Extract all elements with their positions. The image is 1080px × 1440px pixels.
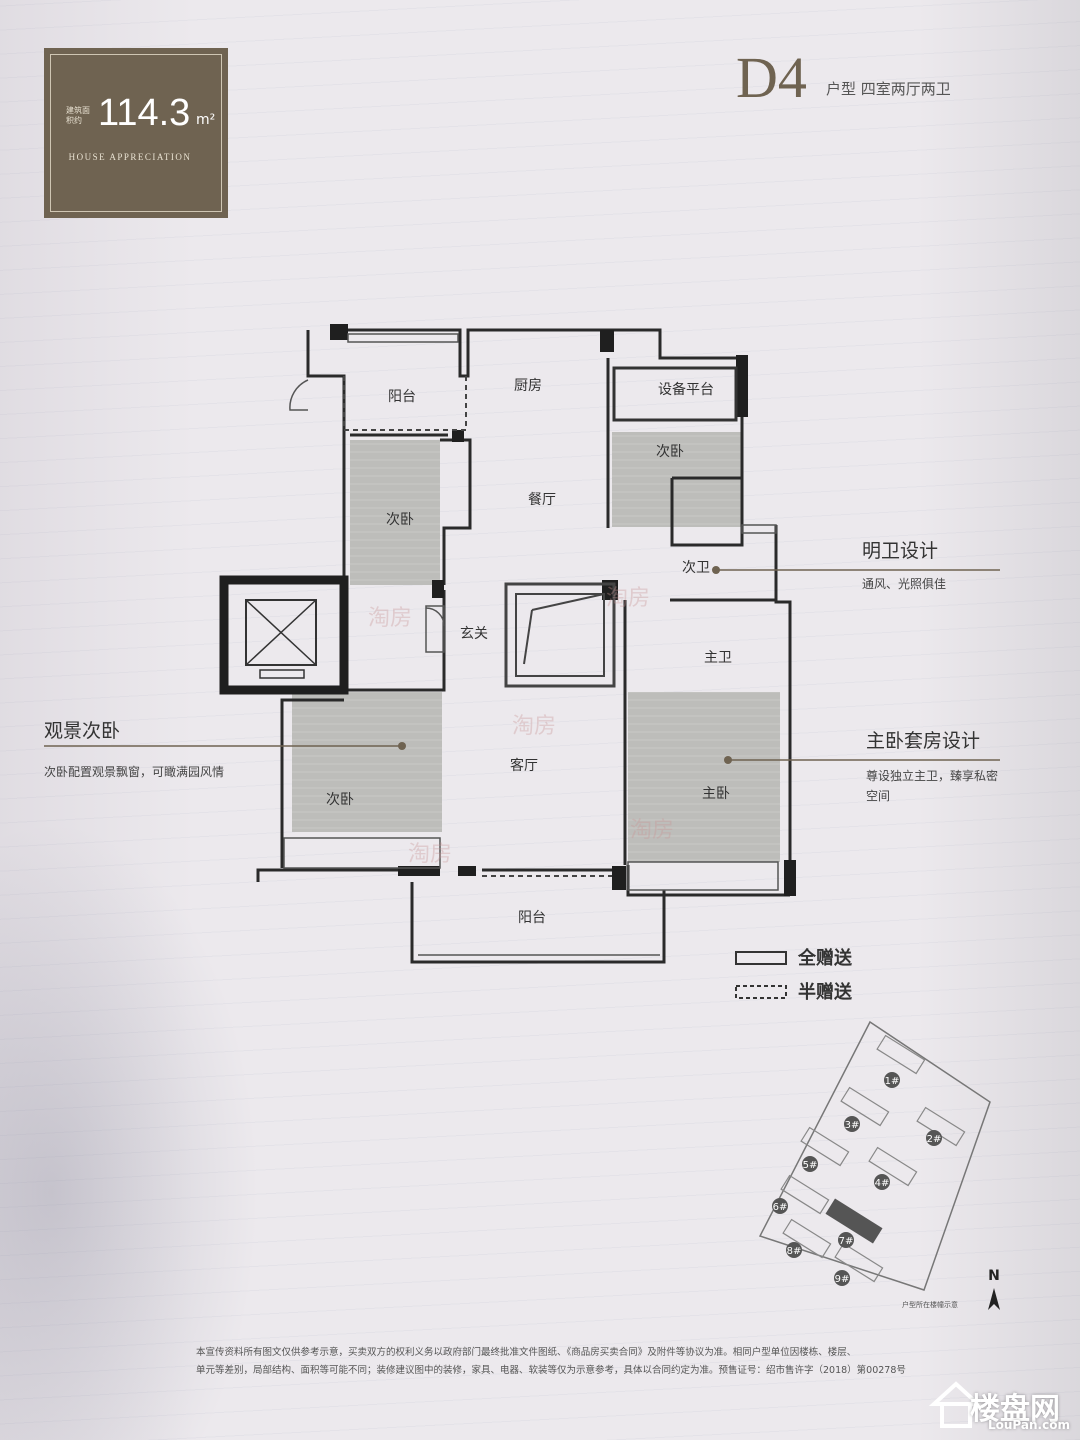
watermark-5: 淘房 bbox=[408, 842, 453, 867]
wall-east bbox=[774, 525, 792, 895]
site-building-1: 1# bbox=[885, 1076, 900, 1087]
floor-bedroom-sw bbox=[292, 692, 442, 832]
legend-full-gift-label: 全赠送 bbox=[798, 948, 852, 969]
wall-balcony-bottom bbox=[410, 882, 666, 964]
unit-type-code: D4 bbox=[736, 45, 807, 110]
wall-south-west bbox=[256, 868, 420, 882]
column-2 bbox=[600, 330, 614, 352]
watermark-3: 淘房 bbox=[512, 714, 557, 739]
column-4 bbox=[452, 430, 464, 442]
column-1 bbox=[330, 324, 348, 340]
room-label-bedroom-nw: 次卧 bbox=[386, 512, 414, 528]
room-label-foyer: 玄关 bbox=[460, 625, 488, 642]
column-3 bbox=[736, 355, 748, 417]
wall-foyer bbox=[290, 590, 446, 692]
site-plan-map bbox=[758, 1020, 991, 1291]
watermark-4: 淘房 bbox=[630, 818, 675, 843]
area-badge-frame bbox=[50, 54, 222, 212]
room-label-kitchen: 厨房 bbox=[514, 378, 542, 394]
wall-bath-box bbox=[670, 476, 744, 547]
site-building-8: 8# bbox=[787, 1246, 802, 1257]
window-bath bbox=[741, 524, 777, 534]
column-8 bbox=[398, 866, 440, 876]
watermark-1: 淘房 bbox=[368, 606, 413, 631]
area-value: 114.3 bbox=[98, 92, 191, 134]
brand-url: LouPan.com bbox=[988, 1418, 1070, 1432]
area-subtitle: HOUSE APPRECIATION bbox=[68, 152, 192, 162]
foyer-void bbox=[504, 582, 616, 688]
column-5 bbox=[432, 580, 444, 598]
north-arrow-icon bbox=[988, 1288, 1000, 1310]
callout-dot-view bbox=[398, 742, 406, 750]
wall-north-west bbox=[306, 330, 346, 585]
room-label-bedroom-sw: 次卧 bbox=[326, 792, 354, 808]
dashed-balcony-top bbox=[343, 376, 467, 431]
window-north bbox=[347, 333, 459, 343]
callout-dot-master bbox=[724, 756, 732, 764]
photo-shadow bbox=[0, 820, 260, 1440]
site-building-6: 6# bbox=[773, 1202, 788, 1213]
room-label-balcony-top: 阳台 bbox=[388, 389, 416, 405]
room-label-dining: 餐厅 bbox=[528, 492, 556, 508]
callout-master-suite-text-1: 尊设独立主卫，臻享私密 bbox=[866, 769, 999, 783]
legend-swatch-half bbox=[735, 985, 787, 999]
north-label: N bbox=[988, 1268, 1000, 1284]
wall-north-east bbox=[600, 328, 744, 545]
callout-view-bedroom-title: 观景次卧 bbox=[44, 720, 121, 742]
callout-view-bedroom-text: 次卧配置观景飘窗，可瞰满园风情 bbox=[44, 765, 225, 779]
door-frame-foyer bbox=[425, 605, 445, 653]
column-7 bbox=[784, 860, 796, 896]
wall-north bbox=[330, 328, 600, 378]
room-label-balcony-bottom: 阳台 bbox=[518, 910, 546, 926]
room-label-bath-secondary: 次卫 bbox=[682, 560, 710, 576]
callout-bright-bath-title: 明卫设计 bbox=[862, 540, 939, 562]
area-badge: 建筑面积约 114.3 m² HOUSE APPRECIATION bbox=[44, 48, 228, 218]
brand-name: 楼盘网 bbox=[970, 1392, 1060, 1427]
column-9 bbox=[458, 866, 476, 876]
column-10 bbox=[612, 866, 626, 890]
door-foyer bbox=[425, 607, 445, 627]
legend-half-gift-label: 半赠送 bbox=[798, 982, 852, 1003]
equipment-platform bbox=[612, 366, 738, 422]
callout-dot-bath bbox=[712, 566, 720, 574]
watermark-2: 淘房 bbox=[606, 586, 651, 611]
window-master-bay bbox=[627, 861, 779, 891]
callout-master-suite-text-2: 空间 bbox=[866, 789, 891, 803]
site-building-9: 9# bbox=[835, 1274, 850, 1285]
room-label-bedroom-ne: 次卧 bbox=[656, 444, 684, 460]
site-building-7: 7# bbox=[839, 1236, 854, 1247]
site-building-5: 5# bbox=[803, 1160, 818, 1171]
unit-type-description: 户型 四室两厅两卫 bbox=[826, 80, 951, 98]
wall-bedroom-nw-east bbox=[440, 438, 472, 585]
site-building-2: 2# bbox=[927, 1134, 942, 1145]
window-sw-bay bbox=[283, 837, 441, 869]
room-label-equipment: 设备平台 bbox=[658, 381, 714, 398]
callout-master-suite-title: 主卧套房设计 bbox=[866, 730, 981, 752]
legend-swatch-full bbox=[735, 951, 787, 965]
door-balcony bbox=[289, 379, 309, 411]
room-label-living: 客厅 bbox=[510, 757, 538, 774]
area-label: 建筑面积约 bbox=[66, 106, 90, 125]
callout-bright-bath-text: 通风、光照俱佳 bbox=[862, 577, 947, 591]
wall-west bbox=[280, 698, 344, 868]
site-building-3: 3# bbox=[845, 1120, 860, 1131]
disclaimer-line-2: 单元等差别，局部结构、面积等可能不同；装修建议图中的装修，家具、电器、软装等仅为… bbox=[196, 1365, 906, 1376]
site-plan-caption: 户型所在楼幢示意 bbox=[902, 1300, 958, 1309]
room-label-master: 主卧 bbox=[702, 786, 730, 802]
disclaimer-line-1: 本宣传资料所有图文仅供参考示意，买卖双方的权利义务以政府部门最终批准文件图纸、《… bbox=[196, 1347, 857, 1358]
brand-logo-icon bbox=[928, 1381, 984, 1428]
floor-master-bedroom bbox=[628, 692, 780, 862]
area-unit: m² bbox=[196, 112, 216, 128]
elevator-shaft bbox=[219, 575, 349, 695]
room-label-bath-master: 主卫 bbox=[704, 650, 732, 666]
disclaimer-footer: 本宣传资料所有图文仅供参考示意，买卖双方的权利义务以政府部门最终批准文件图纸、《… bbox=[196, 1344, 906, 1380]
site-building-4: 4# bbox=[875, 1178, 890, 1189]
floor-bedroom-nw bbox=[350, 440, 440, 585]
